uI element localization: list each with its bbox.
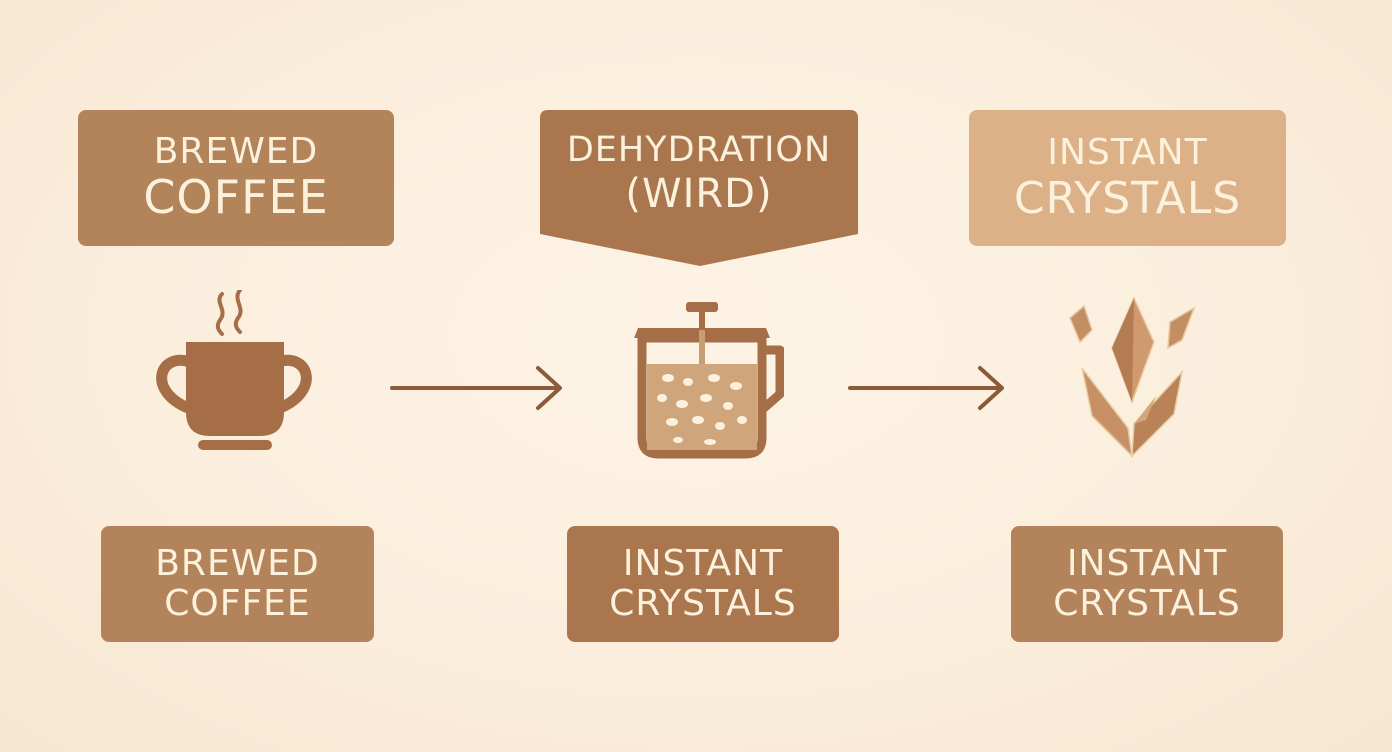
- bottom-mid-line2: CRYSTALS: [609, 583, 797, 624]
- bottom-label-instant-crystals-middle: INSTANT CRYSTALS: [567, 526, 839, 642]
- top-label-brewed-coffee: BREWED COFFEE: [78, 110, 394, 246]
- bottom-left-line1: BREWED: [155, 542, 320, 584]
- steaming-cup-icon: [156, 290, 312, 450]
- top-right-line1: INSTANT: [1047, 132, 1208, 174]
- bottom-right-line1: INSTANT: [1066, 542, 1228, 584]
- top-label-instant-crystals: INSTANT CRYSTALS: [969, 110, 1286, 246]
- top-label-dehydration-banner: [540, 110, 858, 266]
- bottom-right-line2: CRYSTALS: [1053, 583, 1241, 624]
- top-label-dehydration: DEHYDRATION (WIRD): [540, 110, 858, 238]
- arrow-cup-to-press: [390, 366, 562, 410]
- french-press-icon: [634, 302, 784, 459]
- bottom-label-brewed-coffee: BREWED COFFEE: [101, 526, 374, 642]
- top-left-line1: BREWED: [153, 131, 319, 173]
- bottom-mid-line1: INSTANT: [622, 542, 784, 584]
- top-mid-line1: DEHYDRATION: [566, 129, 832, 170]
- top-right-line2: CRYSTALS: [1013, 172, 1242, 224]
- bottom-left-line2: COFFEE: [164, 583, 311, 624]
- arrow-press-to-crystals: [848, 366, 1004, 410]
- top-left-line2: COFFEE: [143, 170, 329, 225]
- bottom-label-instant-crystals-right: INSTANT CRYSTALS: [1011, 526, 1283, 642]
- crystals-icon: [1069, 296, 1196, 458]
- top-mid-line2: (WIRD): [625, 171, 773, 218]
